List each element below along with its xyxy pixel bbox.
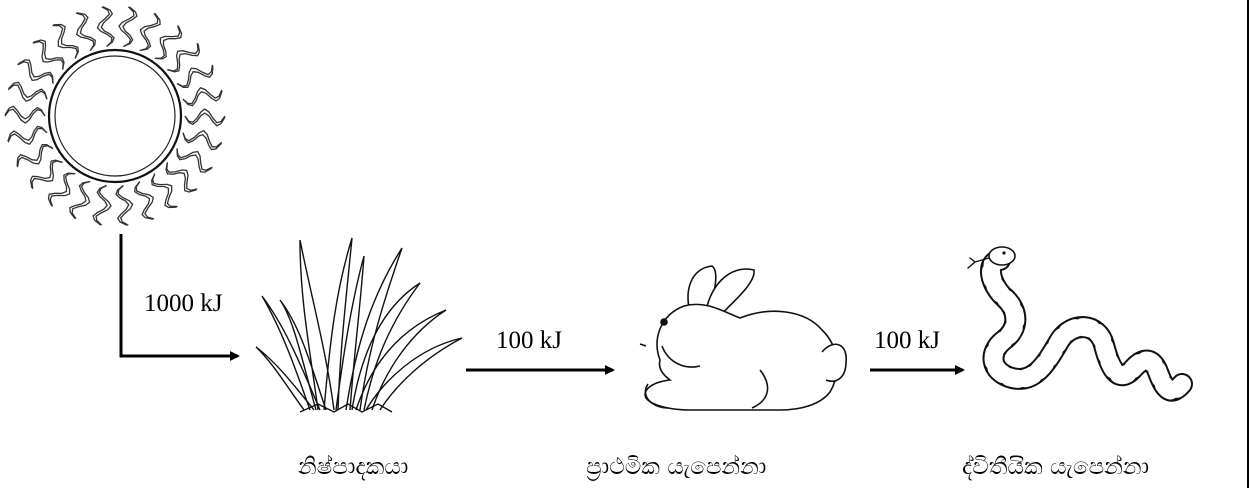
sun-ray	[33, 40, 64, 70]
caption-producer: නිෂ්පාදකයා	[298, 456, 408, 479]
snake-icon	[968, 247, 1182, 391]
sun-ray	[76, 13, 94, 50]
sun-ray	[5, 106, 45, 119]
sun-ray	[72, 182, 90, 219]
caption-secondary-consumer: ද්විතීයික යැපෙන්නා	[962, 456, 1149, 479]
sun-ray	[97, 7, 112, 47]
sun-icon	[5, 7, 225, 226]
sun-ray	[118, 186, 133, 226]
sun-ray	[183, 131, 222, 147]
sun-ray	[152, 174, 177, 208]
sun-ray	[77, 13, 95, 51]
sun-ray	[32, 161, 63, 189]
sun-ray	[18, 146, 53, 167]
sun-ray	[8, 85, 47, 101]
sun-ray	[50, 174, 75, 207]
sun-ray	[166, 162, 197, 192]
sun-ray	[70, 182, 90, 219]
sun-ray	[135, 182, 153, 220]
rabbit-icon	[640, 266, 846, 410]
sun-ray	[136, 182, 154, 219]
sun-ray	[140, 14, 160, 51]
sun-ray	[177, 65, 212, 86]
sun-ray	[155, 26, 180, 59]
sun-ray	[185, 113, 225, 126]
sun-ray	[140, 13, 158, 50]
sun-ray	[53, 25, 78, 59]
energy-label-100kj-second: 100 kJ	[874, 328, 940, 353]
sun-ray	[185, 109, 225, 123]
sun-ray	[167, 44, 199, 72]
sun-ray	[167, 43, 198, 71]
energy-label-1000kj: 1000 kJ	[144, 291, 222, 316]
sun-ray	[31, 160, 63, 188]
grass-icon	[256, 238, 462, 412]
caption-primary-consumer: ප්‍රාථමික යැපෙන්නා	[586, 456, 766, 479]
energy-label-100kj-first: 100 kJ	[496, 328, 562, 353]
sun-ray	[5, 109, 45, 123]
